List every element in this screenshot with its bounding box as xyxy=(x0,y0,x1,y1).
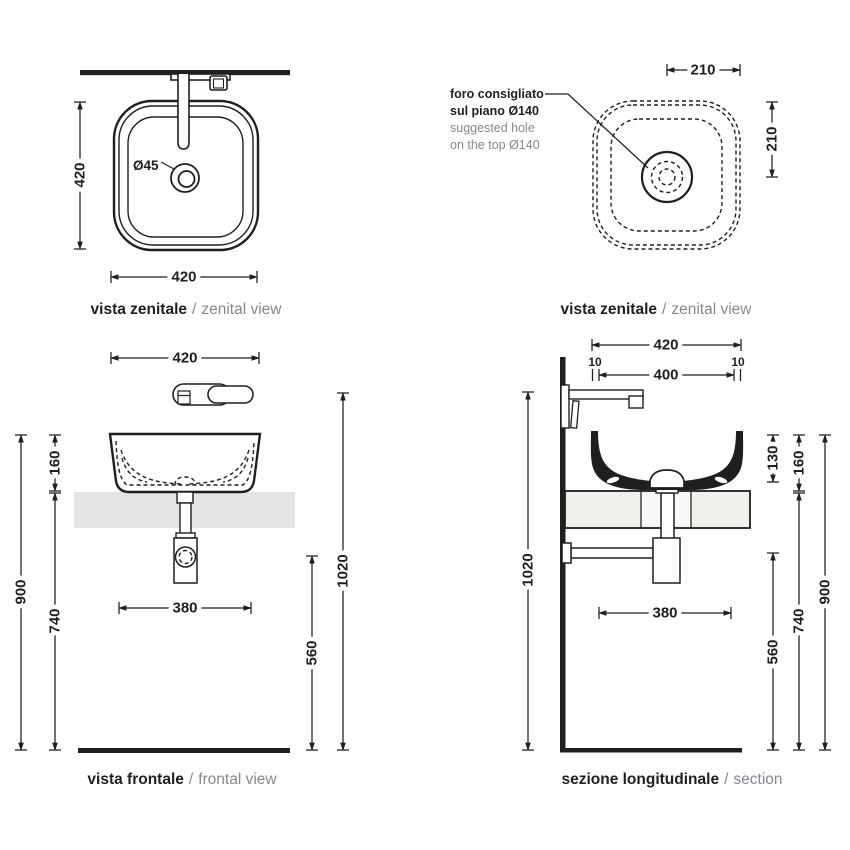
dim-faucet-height-value: 1020 xyxy=(335,554,352,587)
faucet-spout xyxy=(568,389,644,400)
dim-height-to-rim-value: 900 xyxy=(817,579,834,604)
countertop-hole-edges xyxy=(640,491,692,528)
view-title-separator: / xyxy=(724,771,729,788)
drain-dashed-inner xyxy=(658,168,676,186)
drain-leader-line xyxy=(160,161,175,170)
dim-hole-offset-y-value: 210 xyxy=(764,126,781,151)
note-line-1: foro consigliato xyxy=(450,87,544,101)
note-line-3: suggested hole xyxy=(450,121,535,135)
faucet-wall-plate xyxy=(560,384,570,429)
basin-front-outline xyxy=(108,432,262,494)
drain-diameter-label: Ø45 xyxy=(133,158,159,173)
view-title-en: section xyxy=(733,771,782,788)
basin-wall-gap-left xyxy=(606,476,620,484)
view-title: vista frontale /frontal view xyxy=(87,771,277,788)
siphon-bottle xyxy=(652,537,681,584)
drain-stub xyxy=(176,491,194,504)
dim-faucet-height-value: 1020 xyxy=(520,553,537,586)
wall-line xyxy=(80,70,290,76)
dim-drain-spread-380: 380 xyxy=(598,600,732,626)
view-title: sezione longitudinale /section xyxy=(561,771,782,788)
faucet-handle-detail xyxy=(212,78,225,89)
floor-line xyxy=(560,748,742,753)
siphon-body xyxy=(173,537,198,584)
faucet-spout xyxy=(177,74,190,150)
basin-section-right-wall xyxy=(667,431,744,490)
dim-bowl-depth-value: 130 xyxy=(765,445,782,470)
dim-width-value: 420 xyxy=(171,269,196,286)
dim-rim-left-value: 10 xyxy=(588,355,602,369)
dim-siphon-outlet-height-value: 560 xyxy=(304,640,321,665)
drain-pipe xyxy=(179,502,192,535)
drain-cap xyxy=(649,469,685,489)
view-title-separator: / xyxy=(192,301,197,318)
view-title-it: vista zenitale xyxy=(91,301,188,318)
dim-siphon-outlet-height-560: 560 xyxy=(760,552,786,751)
wall-outlet-flange xyxy=(561,542,572,564)
faucet-aerator xyxy=(628,395,644,409)
basin-wall-gap-right xyxy=(714,476,728,484)
view-title-it: sezione longitudinale xyxy=(561,771,719,788)
suggested-hole-circle xyxy=(640,150,694,204)
view-title-separator: / xyxy=(189,771,194,788)
faucet-plate xyxy=(170,73,231,81)
view-title-it: vista frontale xyxy=(87,771,184,788)
view-title: vista zenitale/zenital view xyxy=(91,301,283,318)
dim-basin-height-value: 160 xyxy=(47,450,64,475)
dim-drain-spread-value: 380 xyxy=(172,600,197,617)
hole-note: foro consigliato sul piano Ø140 suggeste… xyxy=(450,87,544,152)
note-line-4: on the top Ø140 xyxy=(450,138,540,152)
dim-hole-offset-x-value: 210 xyxy=(690,62,715,79)
dim-siphon-outlet-height-value: 560 xyxy=(765,639,782,664)
note-line-2: sul piano Ø140 xyxy=(450,104,539,118)
bowl-corner-dashed-right xyxy=(222,457,249,483)
note-leader-line xyxy=(545,93,649,169)
view-title-separator: / xyxy=(662,301,667,318)
faucet-lever xyxy=(569,400,580,429)
dim-rim-right-value: 10 xyxy=(731,355,745,369)
dim-width-value: 420 xyxy=(172,350,197,367)
siphon-outlet-circle xyxy=(174,546,197,568)
floor-line xyxy=(78,748,290,753)
dim-height-to-counter-value: 740 xyxy=(47,608,64,633)
dim-depth-value: 420 xyxy=(72,162,89,187)
basin-dashed-outer xyxy=(592,100,741,250)
dim-height-to-rim-value: 900 xyxy=(13,579,30,604)
bowl-floor-dashed-right xyxy=(186,449,250,485)
dim-height-to-counter-value: 740 xyxy=(791,608,808,633)
view-title-en: zenital view xyxy=(201,301,282,318)
faucet-spout-front xyxy=(207,385,254,404)
view-title-it: vista zenitale xyxy=(561,301,658,318)
bowl-corner-dashed-left xyxy=(121,457,148,483)
dim-basin-height-value: 160 xyxy=(791,450,808,475)
drain-dashed-front xyxy=(174,476,196,486)
bowl-floor-dashed-left xyxy=(120,449,184,485)
basin-dashed-bowl xyxy=(610,118,723,232)
wall-outlet-pipe xyxy=(570,547,654,559)
drain-inner-circle xyxy=(177,170,196,188)
basin-section-left-wall xyxy=(590,431,667,490)
siphon-outlet-dashed xyxy=(178,549,193,565)
dim-inner-width-400: 400 10 10 xyxy=(585,352,748,388)
dim-inner-width-value: 400 xyxy=(653,367,678,384)
basin-dashed-mid xyxy=(596,104,737,246)
view-title: vista zenitale/zenital view xyxy=(561,301,753,318)
drain-pipe xyxy=(660,492,675,541)
dim-drain-spread-value: 380 xyxy=(652,605,677,622)
faucet-detail xyxy=(177,390,191,405)
view-title-en: frontal view xyxy=(198,771,277,788)
zenital-left-view: Ø45 420 420 vista zenitale/zenital view xyxy=(67,70,290,318)
dim-width-value: 420 xyxy=(653,337,678,354)
view-title-en: zenital view xyxy=(671,301,752,318)
drain-dashed-outer xyxy=(650,160,684,194)
